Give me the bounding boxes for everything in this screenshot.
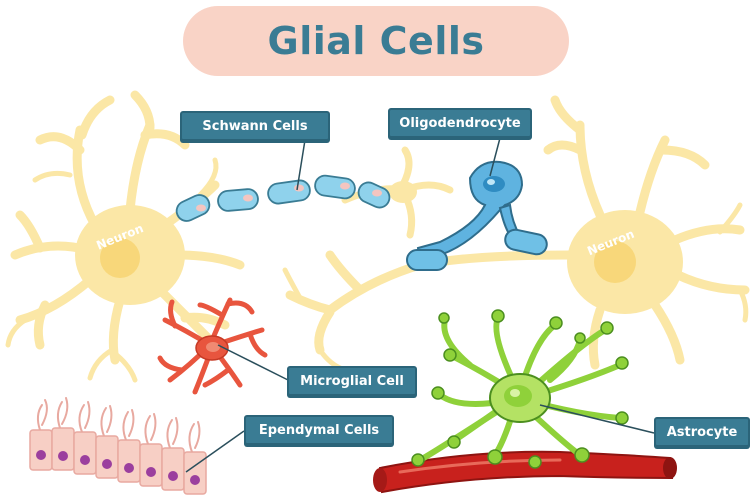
label-oligodendrocyte: Oligodendrocyte bbox=[388, 108, 532, 138]
ependymal-cells bbox=[29, 397, 207, 495]
label-schwann-cells: Schwann Cells bbox=[180, 111, 330, 141]
label-astrocyte: Astrocyte bbox=[654, 417, 750, 447]
schwann-cells bbox=[175, 174, 391, 222]
astrocyte-cell bbox=[411, 309, 629, 469]
label-connectors bbox=[185, 137, 655, 473]
neuron-left bbox=[5, 90, 245, 383]
title-banner: Glial Cells bbox=[183, 6, 569, 76]
microglial-cell bbox=[157, 297, 268, 395]
label-ependymal-cells: Ependymal Cells bbox=[244, 415, 394, 445]
page-title: Glial Cells bbox=[267, 19, 485, 63]
neuron-right bbox=[282, 95, 750, 373]
oligodendrocyte-cell bbox=[406, 160, 548, 271]
label-microglial-cell: Microglial Cell bbox=[287, 366, 417, 396]
